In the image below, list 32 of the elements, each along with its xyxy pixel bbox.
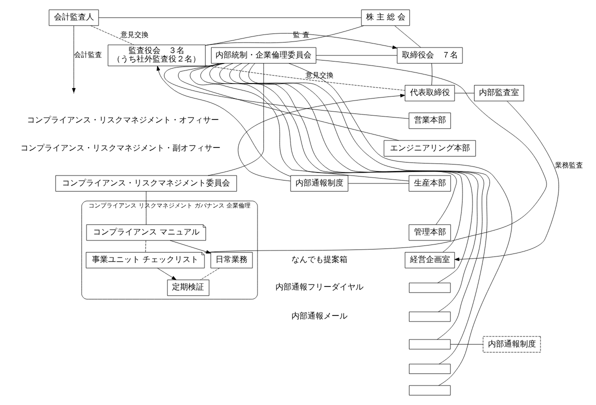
connector <box>145 191 146 225</box>
node-box <box>408 385 450 396</box>
connector <box>315 55 397 56</box>
connector <box>178 63 398 141</box>
arrow <box>156 66 290 177</box>
connector <box>450 344 483 345</box>
arrow <box>454 101 558 262</box>
connector <box>288 63 512 386</box>
connector <box>90 25 134 46</box>
arrow <box>156 268 176 280</box>
node-box <box>408 312 450 322</box>
connector <box>394 26 421 48</box>
arrow <box>204 33 397 49</box>
node-box <box>408 339 450 350</box>
connector <box>430 63 432 86</box>
connector <box>348 183 409 184</box>
connector <box>144 240 146 252</box>
connector <box>189 63 409 182</box>
connector <box>454 92 474 94</box>
connector <box>207 63 264 176</box>
node-box <box>408 282 450 293</box>
connector <box>204 25 364 46</box>
connector <box>218 63 472 284</box>
connector <box>204 65 405 91</box>
connector <box>209 63 462 252</box>
connector <box>163 63 409 119</box>
arrow <box>237 94 405 182</box>
connector <box>228 63 478 312</box>
connector <box>200 268 220 280</box>
connector <box>204 59 546 253</box>
connector <box>200 63 456 225</box>
node-box <box>408 364 450 374</box>
